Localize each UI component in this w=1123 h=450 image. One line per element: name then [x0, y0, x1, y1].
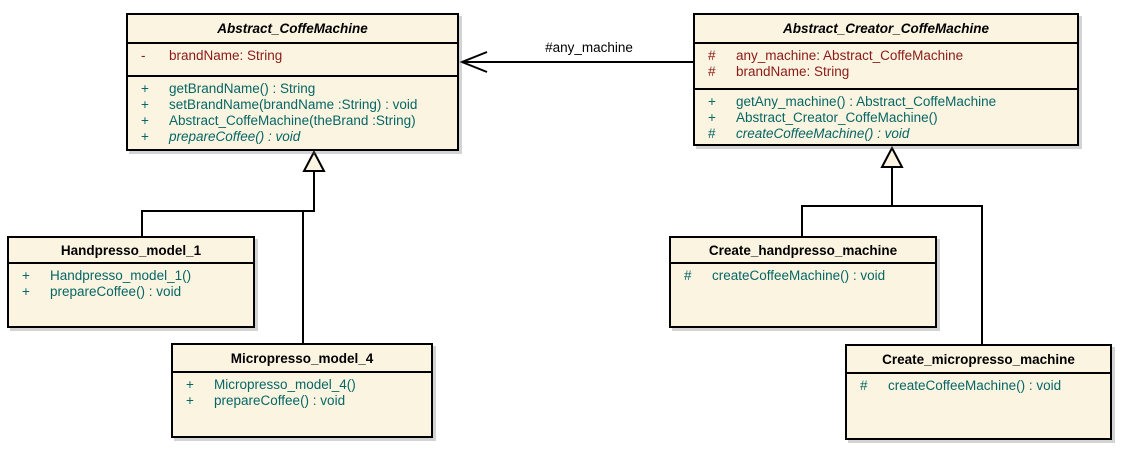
- class-title: Create_handpresso_machine: [671, 238, 935, 264]
- attribute: # any_machine: Abstract_CoffeMachine: [695, 48, 1077, 64]
- method-abstract: # createCoffeeMachine() : void: [695, 126, 1077, 142]
- signature: Handpresso_model_1(): [50, 268, 192, 283]
- methods-compartment: + Handpresso_model_1() + prepareCoffee()…: [9, 264, 253, 300]
- visibility: +: [22, 284, 30, 299]
- method: # createCoffeeMachine() : void: [847, 378, 1110, 394]
- hollow-triangle-icon: [302, 149, 326, 172]
- visibility: +: [141, 97, 149, 112]
- class-title: Create_micropresso_machine: [847, 346, 1110, 374]
- hollow-triangle-icon: [880, 145, 904, 168]
- signature: prepareCoffee() : void: [50, 284, 182, 299]
- attribute: - brandName: String: [128, 48, 457, 64]
- signature: prepareCoffee() : void: [169, 129, 301, 144]
- visibility: #: [708, 48, 716, 63]
- signature: setBrandName(brandName :String) : void: [169, 97, 418, 112]
- method: + Abstract_CoffeMachine(theBrand :String…: [128, 113, 457, 129]
- signature: brandName: String: [736, 64, 850, 79]
- visibility: +: [22, 268, 30, 283]
- signature: createCoffeeMachine() : void: [736, 126, 910, 141]
- class-title: Handpresso_model_1: [9, 238, 253, 264]
- signature: Abstract_CoffeMachine(theBrand :String): [169, 113, 416, 128]
- open-arrowhead-icon: [459, 51, 488, 73]
- visibility: +: [186, 377, 194, 392]
- generalization-edge-right[interactable]: [801, 145, 983, 344]
- association-label: #any_machine: [545, 40, 633, 55]
- methods-compartment: # createCoffeeMachine() : void: [671, 264, 935, 284]
- visibility: +: [141, 81, 149, 96]
- class-title: Micropresso_model_4: [173, 345, 431, 373]
- visibility: #: [860, 378, 868, 393]
- class-title: Abstract_CoffeMachine: [128, 15, 457, 44]
- method: + prepareCoffee() : void: [173, 393, 431, 409]
- method-abstract: + prepareCoffee() : void: [128, 129, 457, 145]
- visibility: #: [708, 64, 716, 79]
- association-edge[interactable]: [459, 51, 693, 73]
- signature: getAny_machine() : Abstract_CoffeMachine: [736, 94, 997, 109]
- methods-compartment: + Micropresso_model_4() + prepareCoffee(…: [173, 373, 431, 409]
- visibility: #: [684, 268, 692, 283]
- visibility: #: [708, 126, 716, 141]
- visibility: +: [141, 129, 149, 144]
- signature: brandName: String: [169, 48, 283, 63]
- visibility: -: [141, 48, 146, 63]
- signature: Abstract_Creator_CoffeMachine(): [736, 110, 938, 125]
- method: # createCoffeeMachine() : void: [671, 268, 935, 284]
- attribute: # brandName: String: [695, 64, 1077, 80]
- visibility: +: [141, 113, 149, 128]
- methods-compartment: + getBrandName() : String + setBrandName…: [128, 77, 457, 145]
- visibility: +: [186, 393, 194, 408]
- method: + Handpresso_model_1(): [9, 268, 253, 284]
- method: + Micropresso_model_4(): [173, 377, 431, 393]
- generalization-edge-left[interactable]: [141, 149, 326, 343]
- method: + getAny_machine() : Abstract_CoffeMachi…: [695, 94, 1077, 110]
- visibility: +: [708, 94, 716, 109]
- attributes-compartment: # any_machine: Abstract_CoffeMachine # b…: [695, 44, 1077, 90]
- attributes-compartment: - brandName: String: [128, 44, 457, 77]
- signature: any_machine: Abstract_CoffeMachine: [736, 48, 964, 63]
- class-abstract-creator-coffemachine[interactable]: Abstract_Creator_CoffeMachine # any_mach…: [693, 13, 1079, 146]
- class-handpresso-model-1[interactable]: Handpresso_model_1 + Handpresso_model_1(…: [7, 236, 255, 328]
- visibility: +: [708, 110, 716, 125]
- signature: Micropresso_model_4(): [214, 377, 356, 392]
- signature: prepareCoffee() : void: [214, 393, 346, 408]
- signature: getBrandName() : String: [169, 81, 316, 96]
- class-title: Abstract_Creator_CoffeMachine: [695, 15, 1077, 44]
- method: + setBrandName(brandName :String) : void: [128, 97, 457, 113]
- methods-compartment: # createCoffeeMachine() : void: [847, 374, 1110, 394]
- method: + prepareCoffee() : void: [9, 284, 253, 300]
- class-abstract-coffemachine[interactable]: Abstract_CoffeMachine - brandName: Strin…: [126, 13, 459, 151]
- methods-compartment: + getAny_machine() : Abstract_CoffeMachi…: [695, 90, 1077, 142]
- signature: createCoffeeMachine() : void: [712, 268, 886, 283]
- class-create-handpresso-machine[interactable]: Create_handpresso_machine # createCoffee…: [669, 236, 937, 328]
- signature: createCoffeeMachine() : void: [888, 378, 1062, 393]
- class-micropresso-model-4[interactable]: Micropresso_model_4 + Micropresso_model_…: [171, 343, 433, 438]
- method: + getBrandName() : String: [128, 81, 457, 97]
- class-create-micropresso-machine[interactable]: Create_micropresso_machine # createCoffe…: [845, 344, 1112, 440]
- method: + Abstract_Creator_CoffeMachine(): [695, 110, 1077, 126]
